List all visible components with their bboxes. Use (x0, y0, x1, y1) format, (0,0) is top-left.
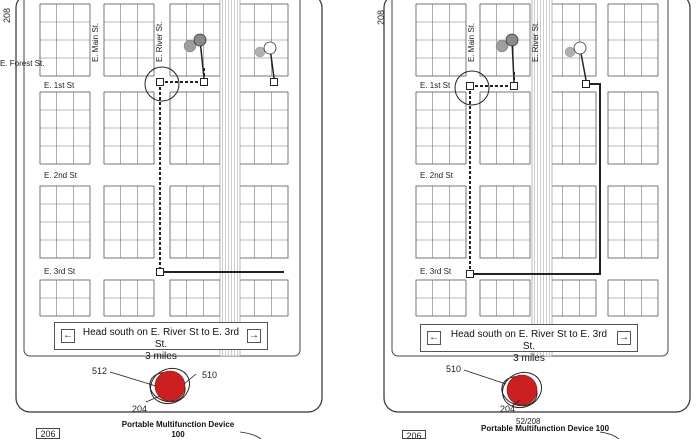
destination-pin-icon (263, 41, 277, 55)
street-label-river: E. River St. (531, 22, 540, 62)
callout-leader (145, 395, 161, 403)
callout-leader (109, 371, 157, 387)
waypoint-marker (200, 78, 208, 86)
left-callout-510: 510 (202, 370, 218, 380)
street-label-forest: E. Forest St. (0, 59, 44, 68)
highway-strip (219, 0, 241, 357)
right-callout-510: 510 (446, 364, 462, 374)
highway-strip (531, 0, 553, 357)
right-callout-204: 204 (500, 404, 516, 414)
callout-leader (463, 369, 507, 385)
callout-leader (183, 373, 197, 385)
right-arrow-icon: → (249, 330, 259, 341)
left-callout-512: 512 (92, 366, 108, 376)
right-direction-text: Head south on E. River St to E. 3rd St. … (445, 329, 613, 365)
waypoint-marker (510, 82, 518, 90)
right-direction-banner[interactable]: ← Head south on E. River St to E. 3rd St… (420, 324, 638, 364)
street-label-first: E. 1st St (44, 81, 75, 90)
left-direction-text: Head south on E. River St to E. 3rd St. … (79, 327, 243, 363)
street-label-second: E. 2nd St (44, 171, 78, 180)
pin-stem (511, 39, 515, 83)
street-label-river: E. River St. (155, 22, 164, 62)
waypoint-marker (466, 82, 474, 90)
callout-leader (511, 399, 521, 407)
right-next-step-button[interactable]: → (617, 331, 631, 345)
waypoint-marker (466, 270, 474, 278)
left-direction-instruction: Head south on E. River St to E. 3rd St. (82, 327, 240, 350)
left-arrow-icon: ← (429, 332, 439, 343)
left-prev-step-button[interactable]: ← (61, 329, 75, 343)
touch-ellipse (150, 367, 190, 405)
right-direction-distance: 3 miles (513, 353, 545, 364)
waypoint-marker (156, 268, 164, 276)
left-arrow-icon: ← (63, 330, 73, 341)
route-solid (470, 83, 601, 275)
right-device-caption: Portable Multifunction Device 100 (460, 424, 630, 434)
location-pin-icon (505, 33, 519, 47)
street-label-main: E. Main St. (467, 23, 476, 62)
touch-contact-icon (506, 374, 538, 406)
left-ref-208: 208 (2, 8, 12, 24)
left-device-panel: E. Main St. E. River St. E. 1st St E. 2nd S… (15, 0, 323, 439)
right-ref-206: 206 (402, 430, 426, 441)
street-label-third: E. 3rd St (44, 267, 76, 276)
pin-shadow (495, 39, 509, 53)
left-caption-line2: 100 (171, 430, 185, 439)
street-label-second: E. 2nd St (420, 171, 454, 180)
left-next-step-button[interactable]: → (247, 329, 261, 343)
pin-shadow (183, 39, 197, 53)
right-direction-instruction: Head south on E. River St to E. 3rd St. (450, 329, 608, 352)
right-ref-208: 208 (376, 10, 386, 26)
focus-ring (454, 70, 490, 106)
left-ref-206: 206 (36, 428, 60, 439)
street-label-main: E. Main St. (91, 23, 100, 62)
street-label-third: E. 3rd St (420, 267, 452, 276)
waypoint-marker (582, 80, 590, 88)
left-caption-line1: Portable Multifunction Device (121, 420, 235, 429)
left-direction-banner[interactable]: ← Head south on E. River St to E. 3rd St… (54, 322, 268, 362)
left-callout-204: 204 (132, 404, 148, 414)
caption-arrow (599, 431, 620, 439)
waypoint-marker (156, 78, 164, 86)
right-arrow-icon: → (619, 332, 629, 343)
left-direction-distance: 3 miles (145, 351, 177, 362)
left-device-caption: Portable Multifunction Device 100 (98, 420, 258, 440)
right-prev-step-button[interactable]: ← (427, 331, 441, 345)
right-caption-line1: Portable Multifunction Device 100 (480, 424, 610, 433)
touch-ellipse (502, 371, 542, 409)
caption-arrow (239, 431, 262, 439)
focus-ring (144, 66, 180, 102)
location-pin-icon (193, 33, 207, 47)
right-callout-partial: 52/208 (516, 417, 541, 426)
device-screen (391, 0, 669, 357)
pin-shadow (564, 46, 576, 58)
destination-pin-icon (573, 41, 587, 55)
waypoint-marker (270, 78, 278, 86)
pin-shadow (254, 46, 266, 58)
street-label-first: E. 1st St (420, 81, 451, 90)
